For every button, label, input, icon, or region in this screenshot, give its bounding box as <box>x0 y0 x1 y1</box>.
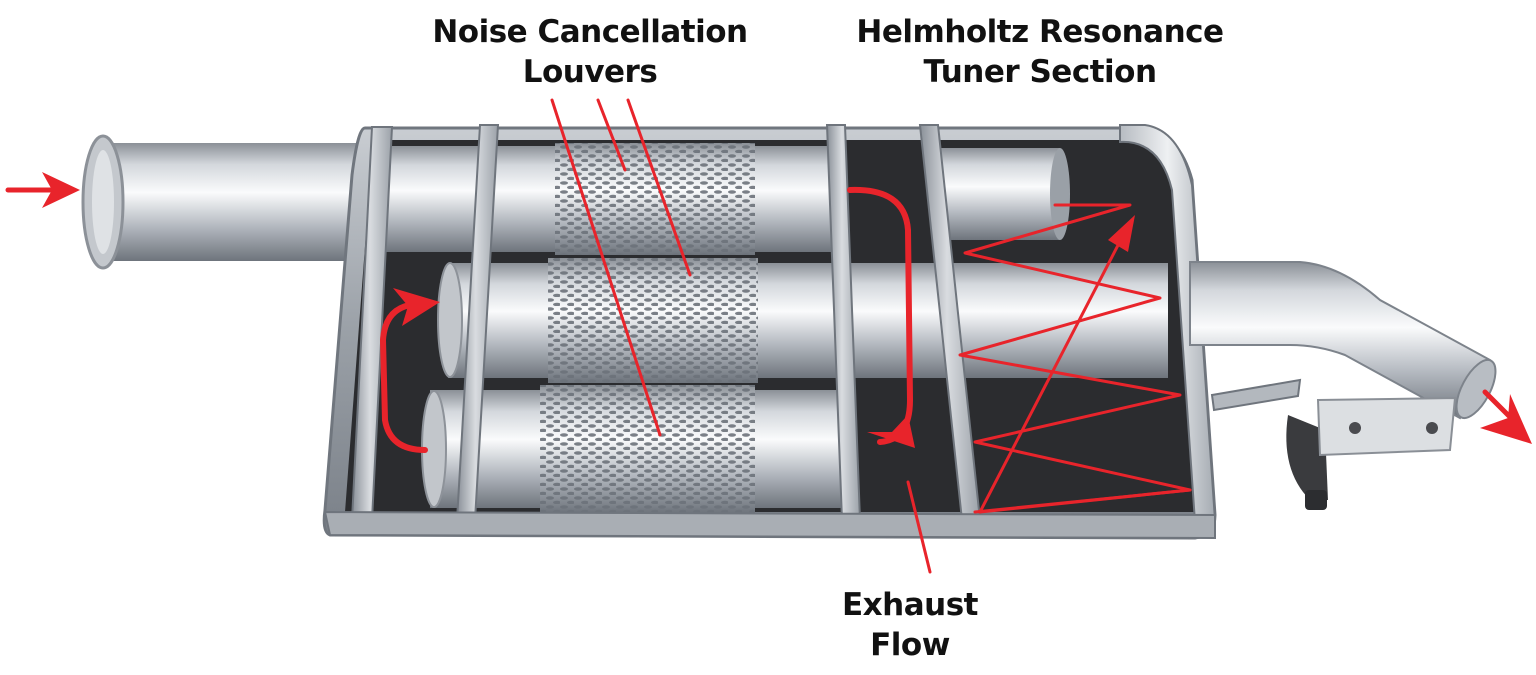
baffle-plates <box>350 124 982 521</box>
upper-tube <box>375 143 840 255</box>
label-exhaust-line1: Exhaust <box>842 587 979 623</box>
return-flow-arrow <box>380 288 440 453</box>
label-louvers-line1: Noise Cancellation <box>432 14 748 50</box>
middle-tube <box>437 258 1168 383</box>
inlet-flow-arrow <box>5 172 80 208</box>
label-exhaust-line2: Flow <box>870 627 950 663</box>
outlet-pipe <box>1189 261 1497 420</box>
label-helmholtz-resonance-tuner: Helmholtz Resonance Tuner Section <box>830 12 1250 92</box>
helmholtz-arrow-head <box>1108 215 1135 252</box>
resonator-tube-upper <box>940 148 1070 240</box>
helmholtz-wave-lines <box>958 203 1192 514</box>
label-louvers-line2: Louvers <box>522 54 658 90</box>
muffler-body <box>81 124 1497 540</box>
louvers-pointer-lines <box>550 98 692 437</box>
inlet-pipe <box>81 134 375 270</box>
exhaust-pointer-line <box>906 480 932 574</box>
label-helmholtz-line2: Tuner Section <box>923 54 1157 90</box>
outlet-flow-arrow <box>1480 389 1532 444</box>
label-noise-cancellation-louvers: Noise Cancellation Louvers <box>410 12 770 92</box>
label-helmholtz-line1: Helmholtz Resonance <box>856 14 1224 50</box>
hanger-bracket <box>1210 378 1457 510</box>
muffler-bottom-rim <box>323 510 1216 540</box>
annotations <box>5 98 1532 574</box>
chamber-flow-arrow <box>847 186 915 448</box>
lower-tube <box>421 385 850 513</box>
label-exhaust-flow: Exhaust Flow <box>800 585 1020 665</box>
